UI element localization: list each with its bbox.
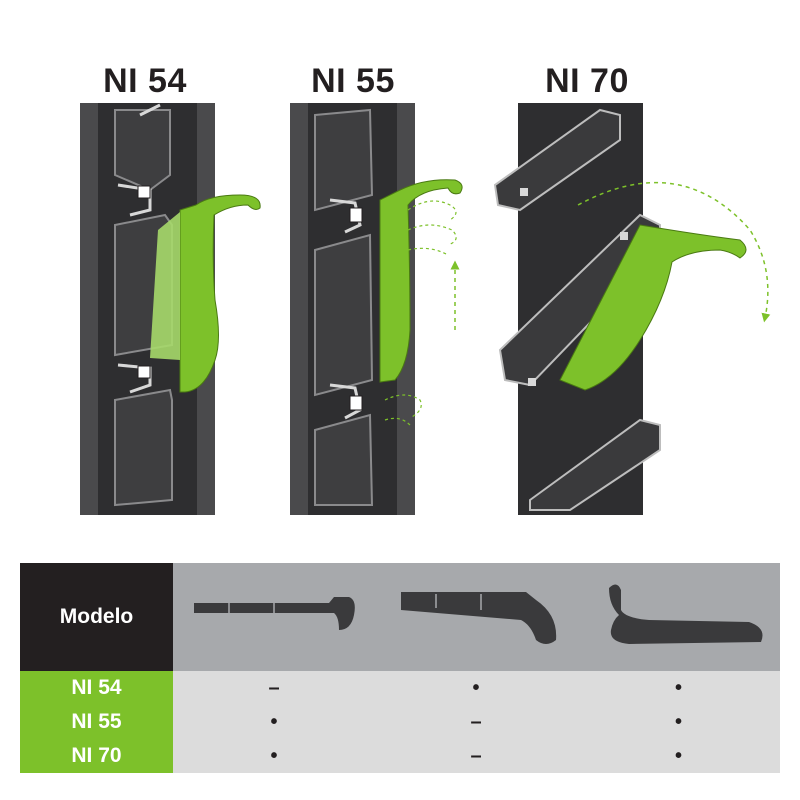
profile-hook-hanger [577,563,780,671]
row-label-ni54: NI 54 [20,671,173,705]
panel-ni70 [493,103,771,515]
cell-ni55-angled: – [375,705,577,739]
row-label-ni70: NI 70 [20,739,173,773]
profile-angled-hanger [375,563,577,671]
cell-ni55-flat: • [173,705,375,739]
panel-ni55 [290,103,463,515]
flat-hanger-icon [194,596,355,630]
cell-ni70-angled: – [375,739,577,773]
profile-flat-hanger [173,563,375,671]
compatibility-table: Modelo NI 54 – • • NI 55 • [20,563,780,773]
header-modelo: Modelo [20,563,173,671]
hook-hanger-icon [608,583,762,644]
cell-ni70-flat: • [173,739,375,773]
title-ni54: NI 54 [103,62,187,100]
illustration-panels [80,103,771,515]
angled-hanger-icon [401,591,557,644]
panel-ni54 [80,103,261,515]
cell-ni54-angled: • [375,671,577,705]
cell-ni54-hook: • [577,671,780,705]
cell-ni70-hook: • [577,739,780,773]
title-ni55: NI 55 [311,62,395,100]
cell-ni55-hook: • [577,705,780,739]
title-ni70: NI 70 [545,62,629,100]
cell-ni54-flat: – [173,671,375,705]
row-label-ni55: NI 55 [20,705,173,739]
